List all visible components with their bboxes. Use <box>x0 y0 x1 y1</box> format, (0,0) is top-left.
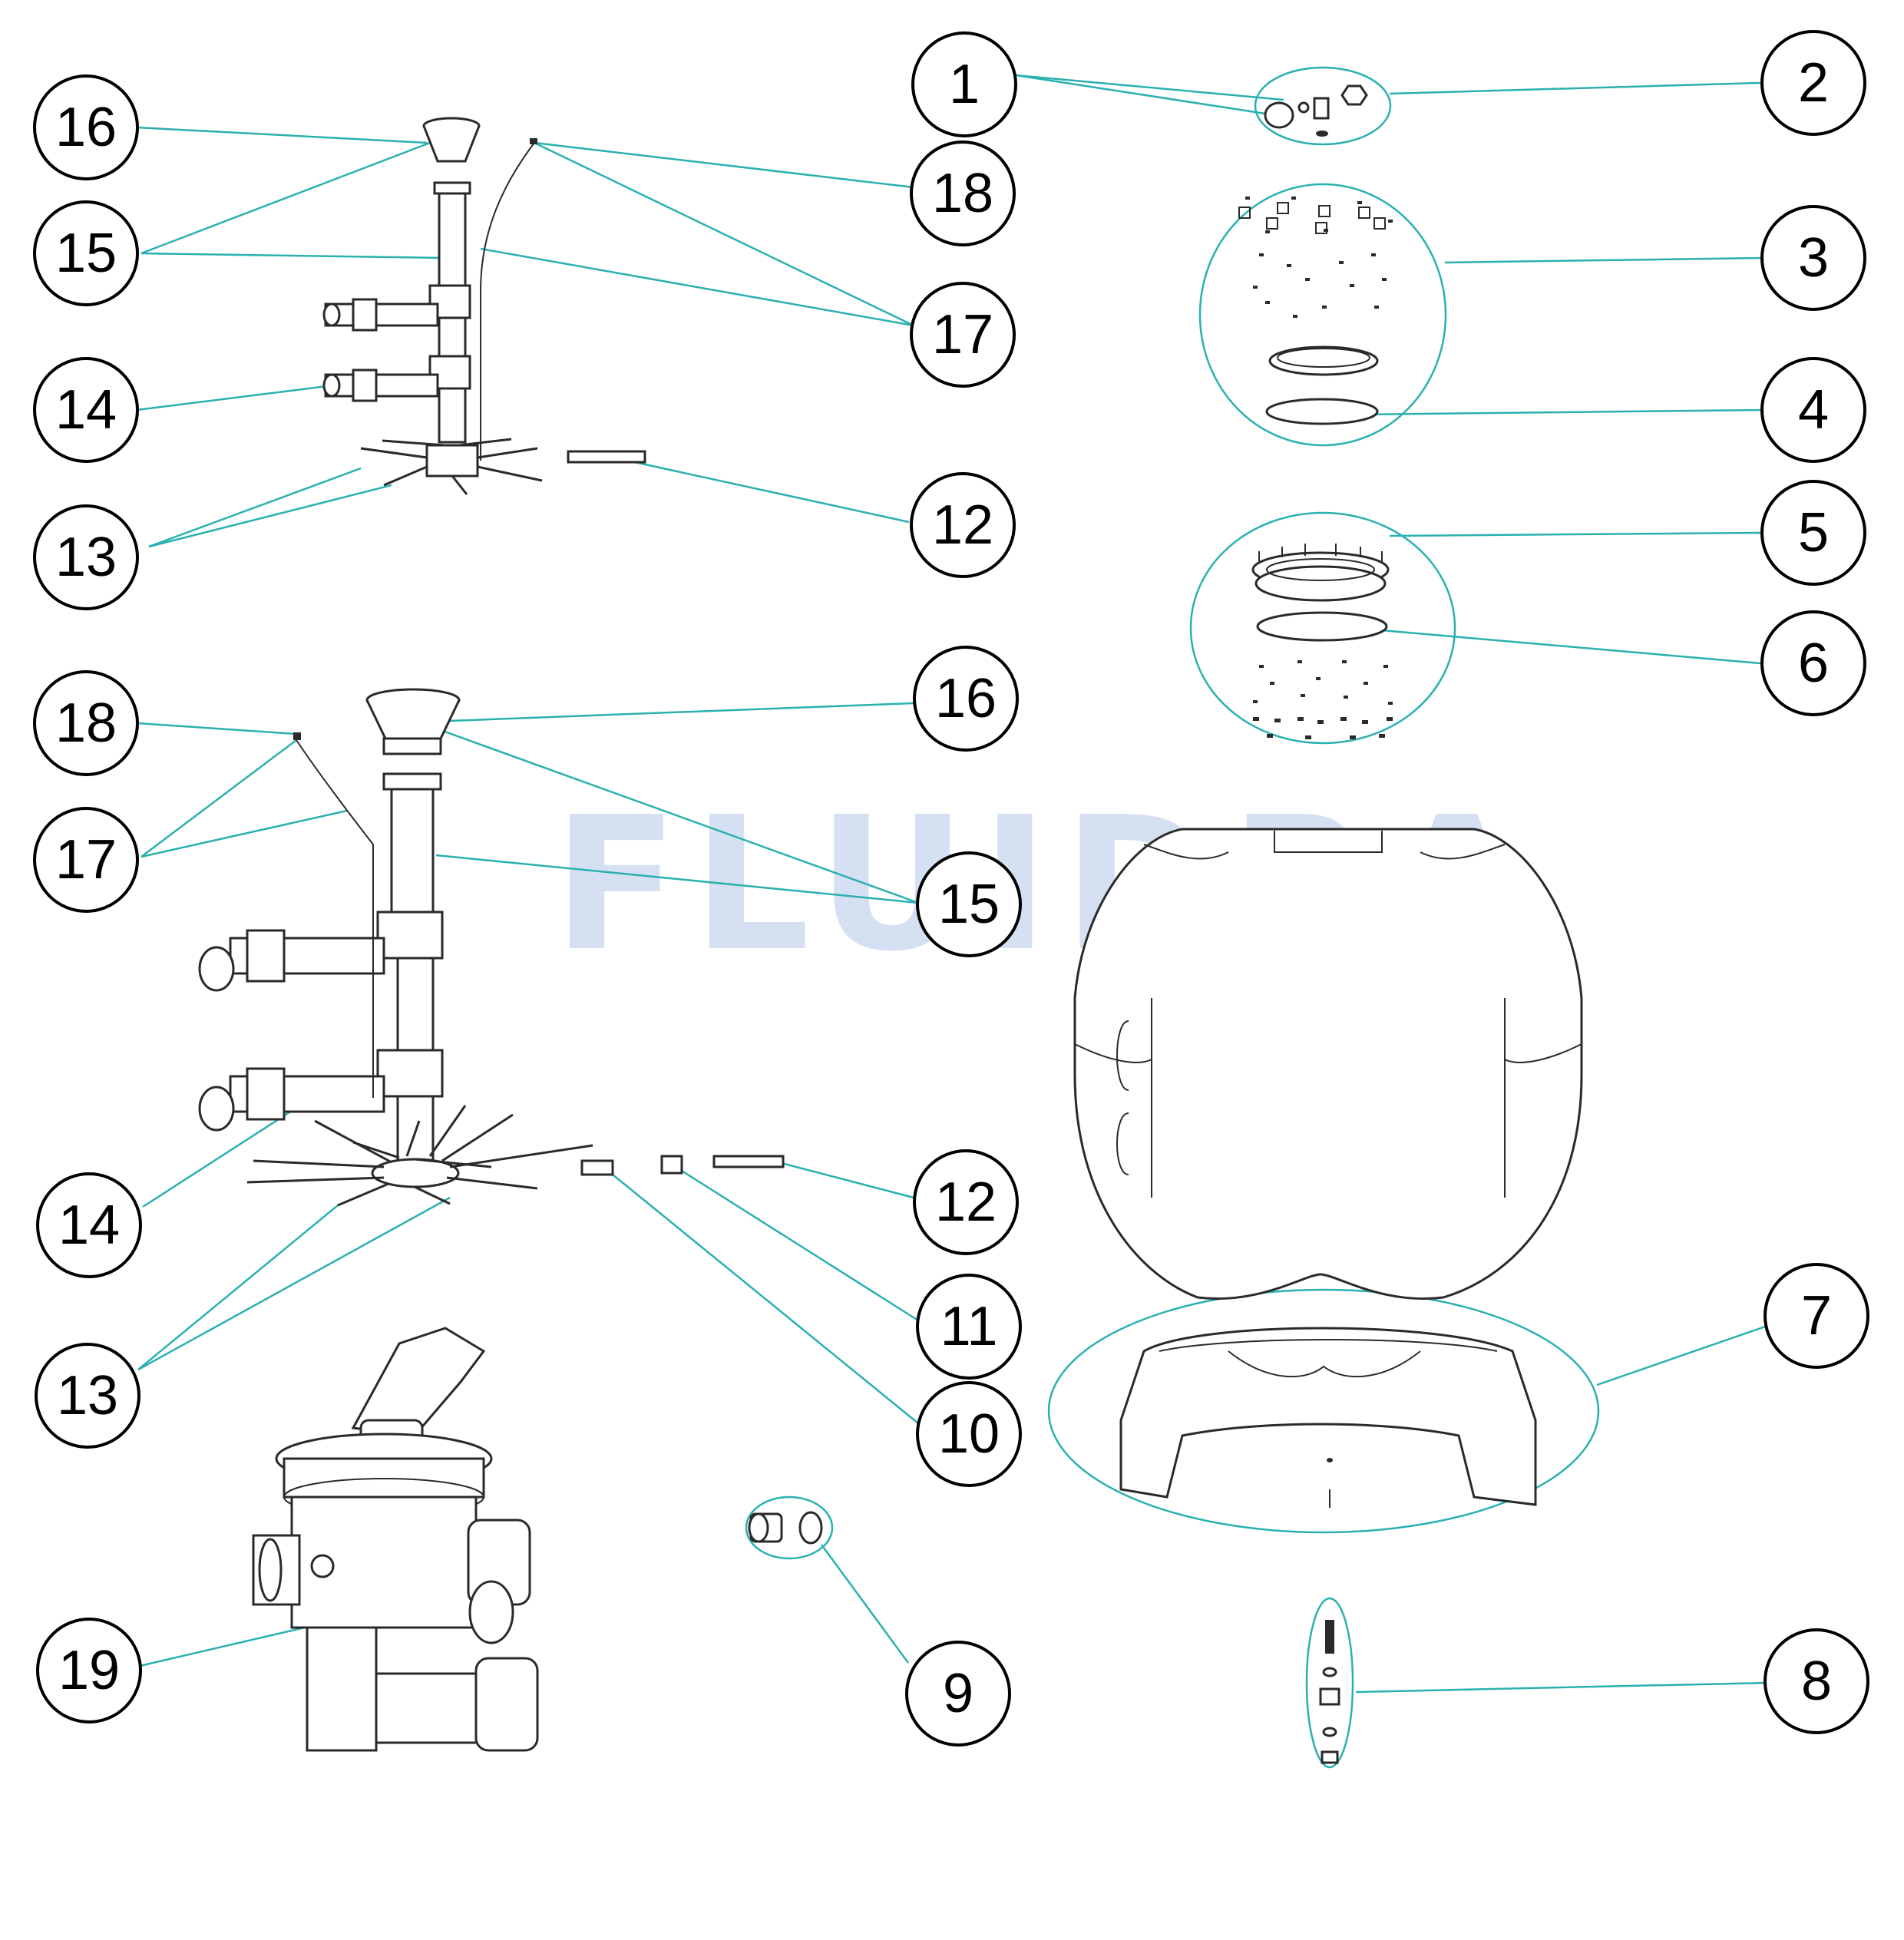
callout-18-bottom: 18 <box>33 670 139 776</box>
callout-14-top: 14 <box>33 357 139 463</box>
bubble-parts-3-4 <box>1198 183 1447 447</box>
callout-label-7: 7 <box>1801 1285 1832 1347</box>
callout-label-18-top: 18 <box>932 163 993 224</box>
top-internals-drawing <box>322 117 646 495</box>
callout-7: 7 <box>1764 1263 1869 1369</box>
callout-label-14-top: 14 <box>55 379 117 441</box>
callout-2: 2 <box>1760 30 1866 136</box>
callout-label-16-top: 16 <box>55 97 117 158</box>
union-fitting-drawing <box>748 1511 823 1545</box>
crown-ring-drawing <box>1251 544 1393 739</box>
callout-label-12-bottom: 12 <box>935 1172 997 1233</box>
callout-15-bottom: 15 <box>916 851 1022 957</box>
callout-5: 5 <box>1760 480 1866 586</box>
callout-17-top: 17 <box>910 282 1016 388</box>
callout-1: 1 <box>911 31 1017 137</box>
callout-label-8: 8 <box>1801 1651 1832 1712</box>
bubble-parts-1-2 <box>1254 66 1392 146</box>
callout-label-2: 2 <box>1798 52 1829 114</box>
callout-14-bottom: 14 <box>36 1172 142 1278</box>
callout-label-15-bottom: 15 <box>938 874 1000 935</box>
callout-label-10: 10 <box>938 1403 1000 1465</box>
nozzles-lid-drawing <box>1238 197 1393 425</box>
tank-base-drawing <box>1119 1327 1537 1508</box>
multiport-valve-drawing <box>252 1327 539 1752</box>
callout-16-top: 16 <box>33 74 139 180</box>
callout-label-11: 11 <box>940 1296 998 1357</box>
drain-fittings-drawing <box>1264 84 1368 137</box>
callout-label-19: 19 <box>58 1640 120 1701</box>
callout-label-14-bottom: 14 <box>58 1195 120 1256</box>
callout-4: 4 <box>1760 357 1866 463</box>
detail-bubbles <box>745 66 1600 1769</box>
callout-6: 6 <box>1760 610 1866 716</box>
filter-tank-drawing <box>1073 828 1583 1300</box>
bottom-internals-drawing <box>198 688 785 1207</box>
callout-label-17-top: 17 <box>932 304 993 365</box>
callout-17-bottom: 17 <box>33 807 139 913</box>
callout-label-13-top: 13 <box>55 527 117 588</box>
callout-19: 19 <box>36 1618 142 1724</box>
callout-label-17-bottom: 17 <box>55 829 117 891</box>
callout-12-top: 12 <box>910 472 1016 578</box>
callout-8: 8 <box>1764 1628 1869 1734</box>
callout-label-13-bottom: 13 <box>57 1365 118 1426</box>
bubble-part-8 <box>1305 1597 1354 1769</box>
callout-18-top: 18 <box>910 140 1016 246</box>
callout-label-4: 4 <box>1798 379 1829 441</box>
bubble-part-7 <box>1047 1288 1600 1534</box>
callout-11: 11 <box>916 1274 1022 1380</box>
callout-label-1: 1 <box>949 54 980 115</box>
bubble-parts-5-6 <box>1189 511 1456 745</box>
bubble-part-9 <box>745 1495 834 1560</box>
callout-label-6: 6 <box>1798 633 1829 694</box>
drain-plug-drawing <box>1319 1620 1340 1764</box>
callout-label-3: 3 <box>1798 227 1829 289</box>
callout-label-15-top: 15 <box>55 223 117 284</box>
callout-label-18-bottom: 18 <box>55 692 117 754</box>
callout-label-12-top: 12 <box>932 494 993 556</box>
callout-10: 10 <box>916 1381 1022 1487</box>
callout-label-5: 5 <box>1798 502 1829 563</box>
callout-16-bottom: 16 <box>913 646 1019 752</box>
callout-15-top: 15 <box>33 200 139 306</box>
callout-label-16-bottom: 16 <box>935 668 997 729</box>
callout-13-bottom: 13 <box>35 1343 140 1449</box>
callout-label-9: 9 <box>943 1663 973 1724</box>
callout-13-top: 13 <box>33 504 139 610</box>
callout-9: 9 <box>905 1641 1011 1747</box>
callout-3: 3 <box>1760 205 1866 311</box>
callout-12-bottom: 12 <box>913 1149 1019 1255</box>
